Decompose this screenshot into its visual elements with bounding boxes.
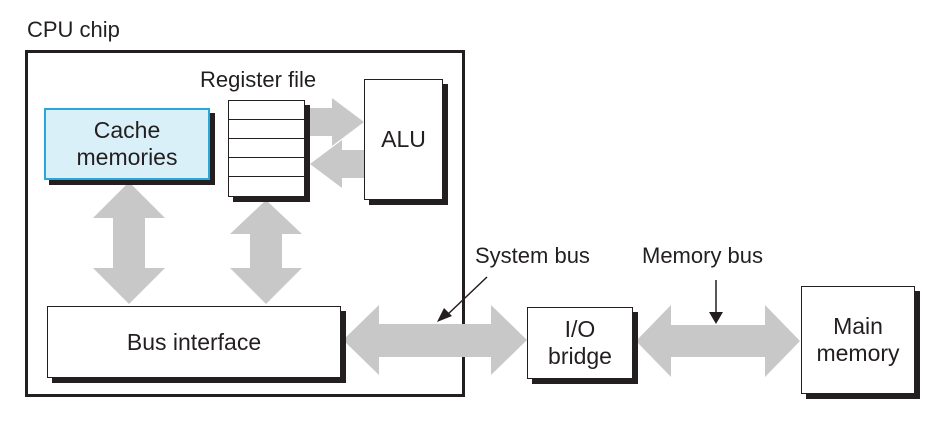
bus-interface-label: Bus interface: [126, 328, 262, 355]
register-row: [229, 177, 304, 196]
memory-bus-label: Memory bus: [642, 243, 764, 268]
cpu-chip-boundary: [25, 50, 465, 397]
main-memory-box: Main memory: [801, 286, 915, 394]
memory-bus-arrow: [636, 305, 800, 377]
arrow-regfile-bus-interface: [230, 200, 302, 304]
io-bridge-label-line1: I/O: [564, 316, 596, 342]
cache-memories-box: Cache memories: [44, 108, 210, 180]
register-row: [229, 139, 304, 159]
arrow-alu-to-regfile: [310, 140, 364, 188]
system-bus-pointer-head: [437, 308, 452, 322]
alu-box: ALU: [364, 79, 443, 200]
io-bridge-box: I/O bridge: [527, 307, 633, 379]
memory-bus-pointer-head: [709, 312, 723, 324]
system-bus-label: System bus: [475, 243, 590, 268]
cpu-chip-label: CPU chip: [27, 17, 120, 42]
alu-label: ALU: [381, 126, 426, 152]
arrow-regfile-to-alu: [310, 98, 364, 146]
system-bus-arrow: [343, 305, 527, 375]
register-row: [229, 101, 304, 121]
arrow-cache-bus-interface: [93, 182, 165, 304]
register-row: [229, 158, 304, 178]
register-row: [229, 120, 304, 140]
main-memory-label-line2: memory: [816, 340, 900, 366]
main-memory-label-line1: Main: [833, 313, 883, 339]
cache-label-line1: Cache: [93, 117, 161, 143]
register-file-label: Register file: [200, 67, 317, 92]
register-file: [228, 100, 305, 197]
system-bus-pointer-line: [445, 276, 488, 317]
cache-label-line2: memories: [76, 144, 178, 170]
io-bridge-label-line2: bridge: [548, 343, 612, 369]
bus-interface-box: Bus interface: [47, 306, 341, 378]
